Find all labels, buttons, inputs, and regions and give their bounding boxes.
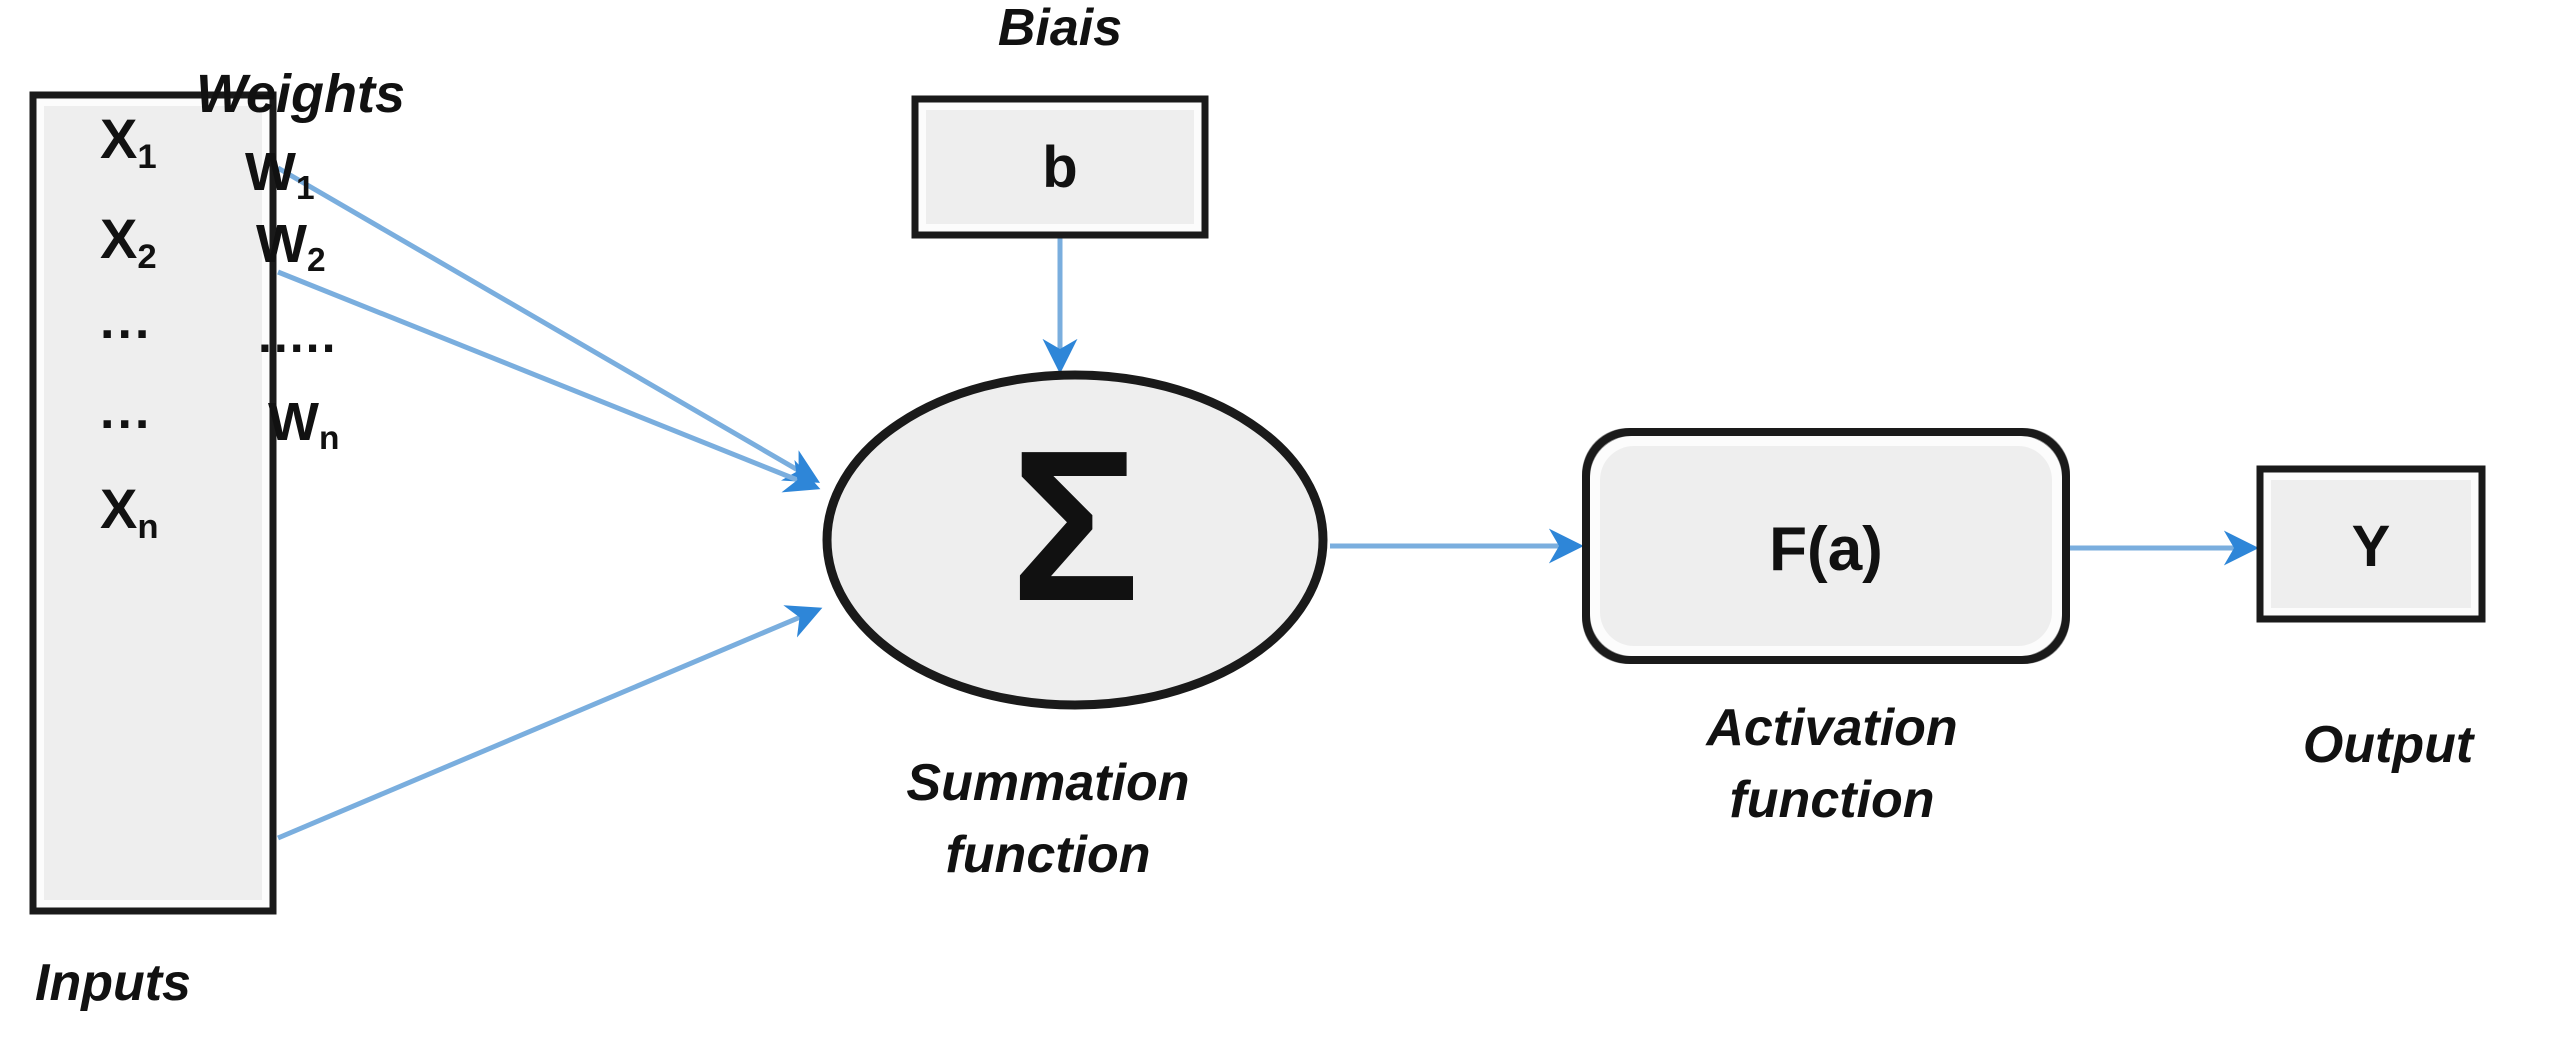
bias-label: Biais (998, 0, 1122, 57)
bias-box-text: b (1042, 135, 1077, 200)
bias-box[interactable] (911, 95, 1209, 239)
edge-x1-to-summation (276, 165, 821, 483)
edge-group (276, 165, 2259, 841)
input-item-3: ... (100, 382, 152, 440)
activation-label-line1: Activation (1704, 699, 1957, 757)
inputs-group-label: Inputs (35, 954, 191, 1012)
input-item-2: ... (100, 292, 152, 350)
weight-label-2: ..... (258, 307, 337, 363)
edge-xn-to-summation (277, 605, 823, 841)
weight-label-0: W1 (245, 142, 315, 207)
activation-label-line2: function (1729, 771, 1934, 829)
weights-group-label: Weights (196, 64, 405, 124)
input-item-1: X2 (100, 207, 157, 276)
activation-box-text: F(a) (1769, 515, 1883, 584)
summation-symbol: Σ (1010, 405, 1139, 646)
activation-box[interactable] (1582, 428, 2070, 664)
inputs-box[interactable] (29, 91, 277, 915)
summation-label-line1: Summation (906, 754, 1189, 812)
output-label: Output (2303, 716, 2476, 774)
summation-node[interactable] (822, 370, 1328, 710)
input-item-4: Xn (100, 477, 159, 546)
output-box-text: Y (2352, 514, 2391, 579)
input-item-0: X1 (100, 107, 157, 176)
weight-label-1: W2 (256, 214, 326, 279)
edge-x2-to-summation (277, 269, 821, 493)
output-box[interactable] (2256, 465, 2486, 623)
summation-label-line2: function (945, 826, 1150, 884)
weight-label-3: Wn (268, 392, 339, 457)
